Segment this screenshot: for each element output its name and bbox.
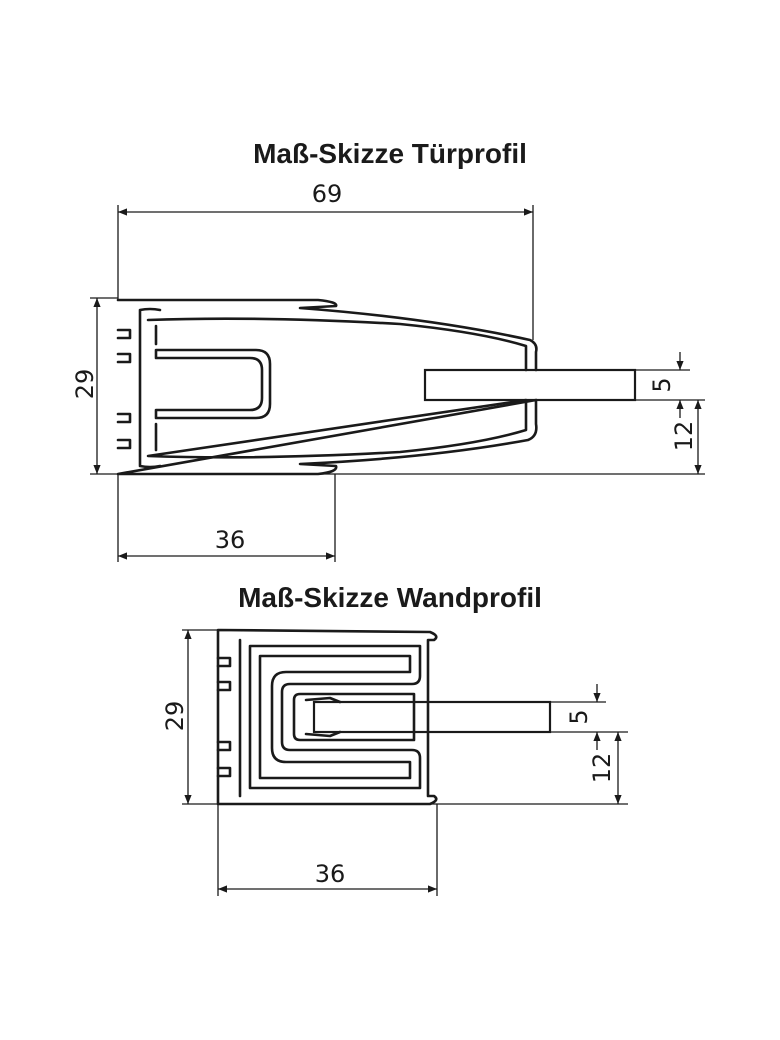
door-dim-glass-offset-label: 12 bbox=[670, 421, 698, 452]
wall-profile-channel-inner bbox=[258, 654, 412, 780]
door-profile-inner-channel bbox=[146, 317, 528, 459]
wall-profile-glass-clamp bbox=[292, 692, 416, 742]
door-dim-height-label: 29 bbox=[71, 369, 99, 400]
door-glass-pane bbox=[423, 368, 637, 402]
wall-profile-drawing: 29 5 12 36 bbox=[161, 628, 628, 896]
wall-profile-notches bbox=[216, 656, 232, 778]
wall-dim-glass-offset-label: 12 bbox=[588, 753, 616, 784]
door-profile-drawing: 69 29 5 12 36 bbox=[71, 180, 705, 562]
wall-dim-height-label: 29 bbox=[161, 701, 189, 732]
door-dim-width-label: 69 bbox=[312, 180, 343, 208]
wall-profile-outer-contour bbox=[216, 628, 438, 806]
door-dim-base-label: 36 bbox=[215, 526, 246, 554]
wall-profile-channel bbox=[248, 644, 422, 790]
wall-glass-pane bbox=[312, 700, 552, 734]
door-profile-inner-wall bbox=[138, 307, 162, 469]
wall-profile-title: Maß-Skizze Wandprofil bbox=[238, 582, 542, 613]
door-profile-u-clip bbox=[154, 348, 272, 420]
door-dim-glass-thickness-label: 5 bbox=[648, 377, 676, 392]
wall-dim-base-label: 36 bbox=[315, 860, 346, 888]
door-profile-outer-contour bbox=[116, 298, 538, 476]
door-profile-title: Maß-Skizze Türprofil bbox=[253, 138, 527, 169]
door-profile-notches bbox=[116, 328, 132, 450]
wall-dim-glass-thickness-label: 5 bbox=[565, 709, 593, 724]
